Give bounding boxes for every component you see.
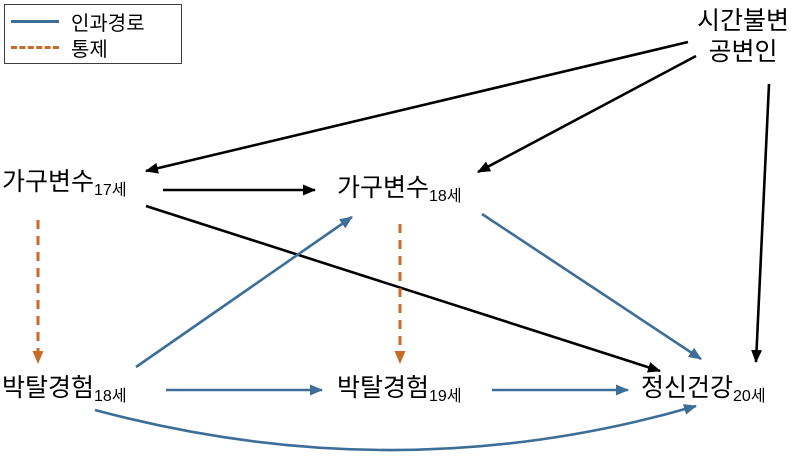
legend-control-label: 통제 xyxy=(71,38,108,61)
node-deprivation-18-sub: 18세 xyxy=(94,388,127,405)
edge-covariate-hh17 xyxy=(145,40,689,174)
node-mental-health-20-sub: 20세 xyxy=(733,388,766,405)
edge-dep18-mh20 xyxy=(94,404,697,452)
node-household-var-18-sub: 18세 xyxy=(429,188,462,205)
edge-dep18-hh18 xyxy=(135,215,353,369)
legend-box: 인과경로 통제 xyxy=(4,4,182,64)
covariate-line2: 공변인 xyxy=(708,38,778,67)
legend-row-causal: 인과경로 xyxy=(11,8,175,35)
node-household-var-18: 가구변수18세 xyxy=(337,174,462,205)
node-household-var-18-label: 가구변수 xyxy=(337,174,430,202)
node-household-var-17-label: 가구변수 xyxy=(2,168,95,196)
node-deprivation-19-sub: 19세 xyxy=(429,388,462,405)
edge-covariate-hh18 xyxy=(477,54,697,174)
covariate-line1: 시간불변 xyxy=(696,7,789,35)
edge-covariate-mh20 xyxy=(751,83,771,363)
node-time-invariant-covariates: 시간불변 공변인 xyxy=(688,6,798,69)
causal-line-swatch xyxy=(11,19,59,23)
legend-causal-label: 인과경로 xyxy=(71,12,145,35)
node-mental-health-20-label: 정신건강 xyxy=(641,374,734,402)
edge-hh17-mh20 xyxy=(145,204,661,373)
node-deprivation-19: 박탈경험19세 xyxy=(337,374,462,405)
node-deprivation-19-label: 박탈경험 xyxy=(337,374,430,402)
control-line-swatch xyxy=(11,45,59,49)
node-mental-health-20: 정신건강20세 xyxy=(641,374,766,405)
node-household-var-17: 가구변수17세 xyxy=(2,168,127,199)
legend-row-control: 통제 xyxy=(11,34,175,61)
node-deprivation-18: 박탈경험18세 xyxy=(2,374,127,405)
edge-hh18-mh20 xyxy=(481,212,702,361)
node-deprivation-18-label: 박탈경험 xyxy=(2,374,95,402)
node-household-var-17-sub: 17세 xyxy=(94,182,127,199)
